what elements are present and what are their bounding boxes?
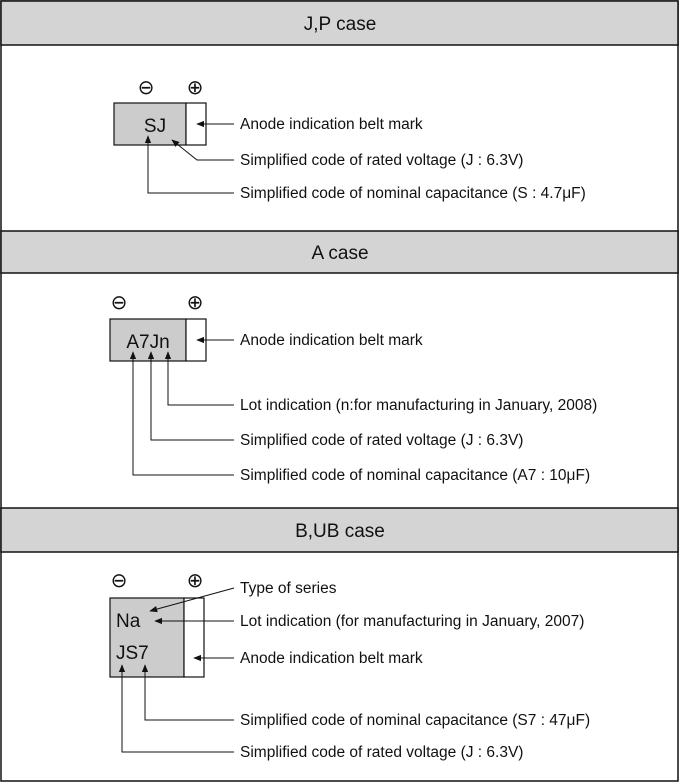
- section-b-ub-case: B,UB case ⊖ ⊕ Na JS7 Type of series Lot …: [0, 507, 679, 761]
- anode-plus-symbol: ⊕: [187, 290, 204, 314]
- leader-arrow: [129, 351, 234, 476]
- cathode-minus-symbol: ⊖: [111, 290, 128, 314]
- label-nominal-capacitance: Simplified code of nominal capacitance (…: [240, 185, 586, 202]
- leader-arrow: [141, 664, 234, 721]
- label-rated-voltage: Simplified code of rated voltage (J : 6.…: [240, 152, 523, 169]
- label-rated-voltage: Simplified code of rated voltage (J : 6.…: [240, 432, 523, 449]
- anode-plus-symbol: ⊕: [187, 568, 204, 592]
- section-jp-case: J,P case ⊖ ⊕ SJ Anode indication belt ma…: [0, 0, 679, 202]
- capacitor-chip-body: [109, 597, 185, 678]
- leader-arrow: [149, 587, 235, 613]
- section-header-bg: [0, 230, 679, 274]
- section-a-case: A case ⊖ ⊕ A7Jn Anode indication belt ma…: [0, 230, 679, 484]
- leader-arrow: [144, 135, 234, 194]
- label-type-of-series: Type of series: [240, 580, 337, 597]
- chip-marking-line-1: Na: [116, 611, 141, 632]
- label-rated-voltage: Simplified code of rated voltage (J : 6.…: [240, 744, 523, 761]
- section-header-bg: [0, 0, 679, 46]
- chip-marking-line-2: JS7: [116, 643, 149, 664]
- label-anode-belt-mark: Anode indication belt mark: [240, 332, 423, 349]
- section-header: A case: [311, 243, 368, 264]
- leader-arrow: [118, 664, 234, 753]
- label-anode-belt-mark: Anode indication belt mark: [240, 650, 423, 667]
- section-header: B,UB case: [295, 521, 385, 542]
- label-lot-indication: Lot indication (for manufacturing in Jan…: [240, 613, 584, 630]
- chip-marking-code: A7Jn: [126, 332, 169, 353]
- cathode-minus-symbol: ⊖: [138, 75, 155, 99]
- label-nominal-capacitance: Simplified code of nominal capacitance (…: [240, 467, 590, 484]
- capacitor-chip-body: [109, 318, 187, 362]
- label-anode-belt-mark: Anode indication belt mark: [240, 116, 423, 133]
- section-header: J,P case: [304, 14, 377, 35]
- label-lot-indication: Lot indication (n:for manufacturing in J…: [240, 397, 597, 414]
- leader-arrow: [164, 351, 234, 406]
- chip-marking-code: SJ: [144, 116, 166, 137]
- leader-arrow: [147, 351, 234, 441]
- label-nominal-capacitance: Simplified code of nominal capacitance (…: [240, 712, 590, 729]
- cathode-minus-symbol: ⊖: [111, 568, 128, 592]
- section-header-bg: [0, 507, 679, 553]
- anode-plus-symbol: ⊕: [187, 75, 204, 99]
- leader-arrow: [171, 139, 234, 161]
- anode-belt-band: [183, 597, 205, 678]
